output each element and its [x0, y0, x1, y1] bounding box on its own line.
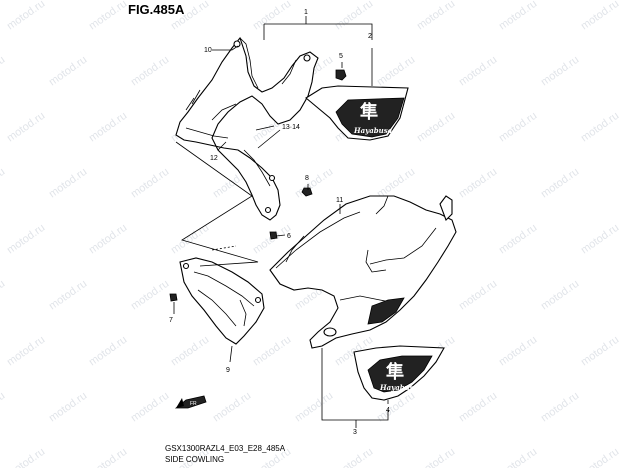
watermark-text: motod.ru	[457, 54, 499, 89]
watermark-text: motod.ru	[169, 222, 211, 257]
watermark-text: motod.ru	[169, 0, 211, 32]
watermark-text: motod.ru	[539, 54, 581, 89]
callout-10: 10	[204, 47, 212, 54]
callout-7: 7	[169, 317, 173, 324]
watermark-text: motod.ru	[5, 334, 47, 369]
watermark-text: motod.ru	[579, 110, 621, 145]
watermark-text: motod.ru	[87, 222, 129, 257]
watermark-text: motod.ru	[497, 334, 539, 369]
watermark-text: motod.ru	[87, 334, 129, 369]
watermark-text: motod.ru	[87, 110, 129, 145]
watermark-text: motod.ru	[169, 334, 211, 369]
watermark-text: motod.ru	[251, 334, 293, 369]
watermark-text: motod.ru	[293, 166, 335, 201]
watermark-text: motod.ru	[47, 278, 89, 313]
watermark-text: motod.ru	[457, 390, 499, 425]
diagram-code: GSX1300RAZL4_E03_E28_485A	[165, 444, 286, 453]
callout-12: 12	[210, 155, 218, 162]
fastener-6	[269, 231, 278, 240]
svg-text:Hayabusa: Hayabusa	[353, 126, 393, 135]
watermark-text: motod.ru	[497, 0, 539, 32]
callout-4: 4	[386, 407, 390, 414]
callout-6: 6	[287, 233, 291, 240]
inner-cowling-lower	[179, 257, 265, 345]
fastener-7	[169, 293, 178, 302]
watermark-text: motod.ru	[539, 278, 581, 313]
svg-text:隼: 隼	[359, 101, 378, 123]
watermark-text: motod.ru	[497, 110, 539, 145]
watermark-text: motod.ru	[129, 54, 171, 89]
watermark-text: motod.ru	[539, 166, 581, 201]
watermark-text: motod.ru	[5, 446, 47, 468]
watermark-text: motod.ru	[579, 334, 621, 369]
svg-text:Hayabusa: Hayabusa	[379, 383, 419, 392]
inner-cowling-upper	[175, 36, 319, 221]
watermark-text: motod.ru	[333, 0, 375, 32]
watermark-text: motod.ru	[47, 390, 89, 425]
watermark-text: motod.ru	[457, 166, 499, 201]
watermark-text: motod.ru	[497, 222, 539, 257]
fastener-5	[335, 69, 347, 81]
watermark-text: motod.ru	[251, 0, 293, 32]
watermark-text: motod.ru	[539, 390, 581, 425]
reference-lines	[175, 129, 281, 267]
callout-5: 5	[339, 53, 343, 60]
callout-2: 2	[368, 33, 372, 40]
watermark-text: motod.ru	[0, 278, 7, 313]
watermark-text: motod.ru	[0, 390, 7, 425]
watermark-text: motod.ru	[47, 54, 89, 89]
decal-lower: 隼 Hayabusa	[353, 345, 445, 401]
watermark-text: motod.ru	[457, 278, 499, 313]
svg-text:隼: 隼	[385, 361, 404, 383]
watermark-text: motod.ru	[0, 166, 7, 201]
fastener-8	[301, 187, 313, 197]
callout-8: 8	[305, 175, 309, 182]
callout-11: 11	[336, 197, 343, 204]
watermark-text: motod.ru	[415, 446, 457, 468]
watermark-text: motod.ru	[579, 0, 621, 32]
watermark-text: motod.ru	[211, 390, 253, 425]
watermark-text: motod.ru	[47, 166, 89, 201]
watermark-text: motod.ru	[579, 446, 621, 468]
watermark-text: motod.ru	[497, 446, 539, 468]
callout-3: 3	[353, 429, 357, 436]
svg-text:FR: FR	[190, 401, 197, 407]
watermark-text: motod.ru	[87, 0, 129, 32]
watermark-text: motod.ru	[375, 166, 417, 201]
watermark-text: motod.ru	[375, 54, 417, 89]
watermark-text: motod.ru	[129, 390, 171, 425]
callout-9: 9	[226, 367, 230, 374]
leader-lines	[173, 16, 389, 428]
watermark-text: motod.ru	[5, 110, 47, 145]
watermark-text: motod.ru	[579, 222, 621, 257]
front-direction-marker: FR	[174, 395, 207, 409]
watermark-text: motod.ru	[415, 110, 457, 145]
callout-1: 1	[304, 9, 308, 16]
watermark-text: motod.ru	[129, 278, 171, 313]
watermark-text: motod.ru	[0, 54, 7, 89]
watermark-text: motod.ru	[129, 166, 171, 201]
section-name: SIDE COWLING	[165, 455, 225, 464]
side-cowling-main	[269, 195, 457, 349]
watermark-text: motod.ru	[415, 0, 457, 32]
watermark-text: motod.ru	[87, 446, 129, 468]
watermark-text: motod.ru	[5, 222, 47, 257]
watermark-text: motod.ru	[5, 0, 47, 32]
callouts: 1 2 3 4 5 6 7 8 9 10 11 12 13·14	[169, 9, 390, 436]
figure-title: FIG.485A	[128, 2, 185, 17]
decal-upper: 隼 Hayabusa	[305, 85, 409, 141]
watermark-text: motod.ru	[293, 390, 335, 425]
callout-13-14: 13·14	[282, 124, 300, 131]
watermark-text: motod.ru	[333, 446, 375, 468]
